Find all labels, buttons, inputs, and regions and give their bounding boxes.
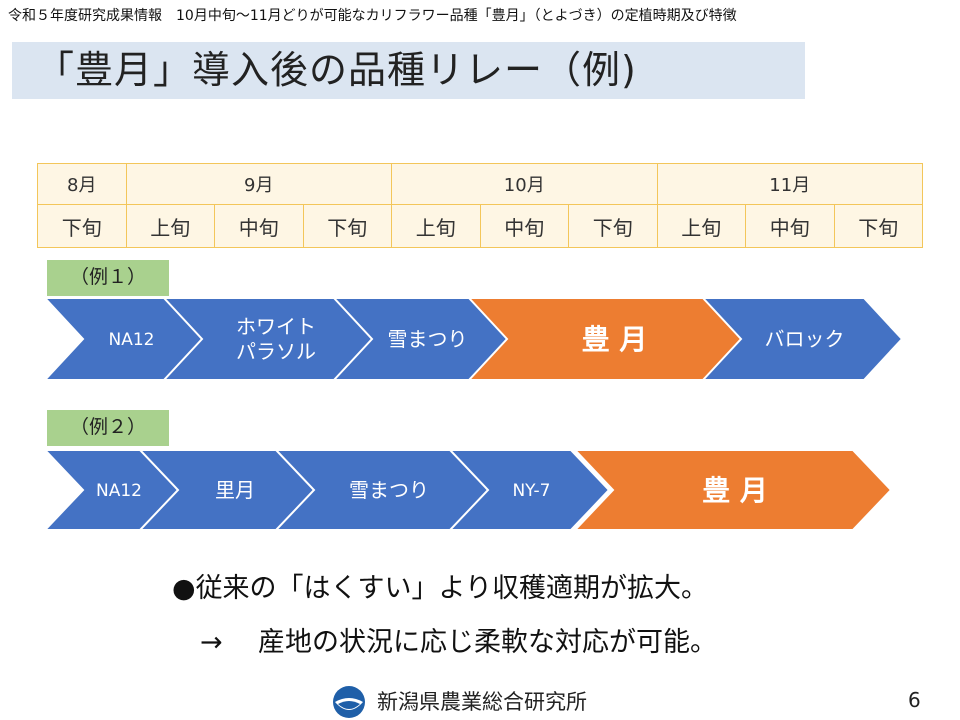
relay-step-label: 里月	[215, 478, 255, 502]
period-cell: 下旬	[37, 204, 127, 248]
month-cell: 10月	[391, 163, 658, 205]
period-cell: 下旬	[833, 204, 923, 248]
period-cell: 上旬	[391, 204, 481, 248]
period-cell: 中旬	[479, 204, 569, 248]
period-cell: 下旬	[568, 204, 658, 248]
relay-step-label: 雪まつり	[388, 327, 468, 351]
note-text-1: 従来の「はくすい」より収穫適期が拡大。	[195, 573, 709, 604]
relay-step-label: ホワイト	[236, 315, 316, 339]
bullet-icon: ●	[172, 573, 196, 604]
page-number: 6	[908, 688, 921, 712]
example-2-tag: （例２）	[47, 410, 169, 446]
month-cell: 11月	[656, 163, 923, 205]
relay-step-2-5	[572, 449, 893, 531]
period-cell: 下旬	[302, 204, 392, 248]
relay-step-label: 豊 月	[582, 323, 648, 356]
period-cell: 上旬	[125, 204, 215, 248]
period-cell: 中旬	[745, 204, 835, 248]
relay-step-label: バロック	[765, 327, 845, 351]
relay-step-label: パラソル	[236, 340, 316, 364]
relay-step-label: NA12	[109, 330, 155, 350]
title-box: 「豊月」導入後の品種リレー（例)	[12, 42, 805, 99]
note-line-2: → 産地の状況に応じ柔軟な対応が可能。	[200, 620, 717, 659]
slide-title: 「豊月」導入後の品種リレー（例)	[36, 48, 637, 92]
slide-header: 令和５年度研究成果情報 10月中旬～11月どりが可能なカリフラワー品種「豊月」（…	[8, 8, 737, 24]
relay-step-label: NA12	[96, 481, 142, 501]
note-text-2: 産地の状況に応じ柔軟な対応が可能。	[258, 627, 717, 658]
relay-step-label: 豊 月	[702, 474, 768, 507]
period-cell: 中旬	[214, 204, 304, 248]
footer-org-name: 新潟県農業総合研究所	[377, 690, 587, 714]
relay-step-1-5	[700, 297, 904, 381]
timeline-table: 8月 9月 10月 11月 下旬 上旬 中旬 下旬 上旬 中旬 下旬 上旬 中旬…	[37, 163, 923, 248]
institute-logo-icon	[333, 686, 365, 718]
month-cell: 9月	[125, 163, 392, 205]
relay-step-2-4	[447, 449, 611, 531]
example-1-tag: （例１）	[47, 260, 169, 296]
note-line-1: ●従来の「はくすい」より収穫適期が拡大。	[172, 566, 708, 605]
arrow-right-icon: →	[200, 627, 223, 658]
relay-step-label: 雪まつり	[349, 478, 429, 502]
relay-step-label: NY-7	[512, 481, 550, 501]
